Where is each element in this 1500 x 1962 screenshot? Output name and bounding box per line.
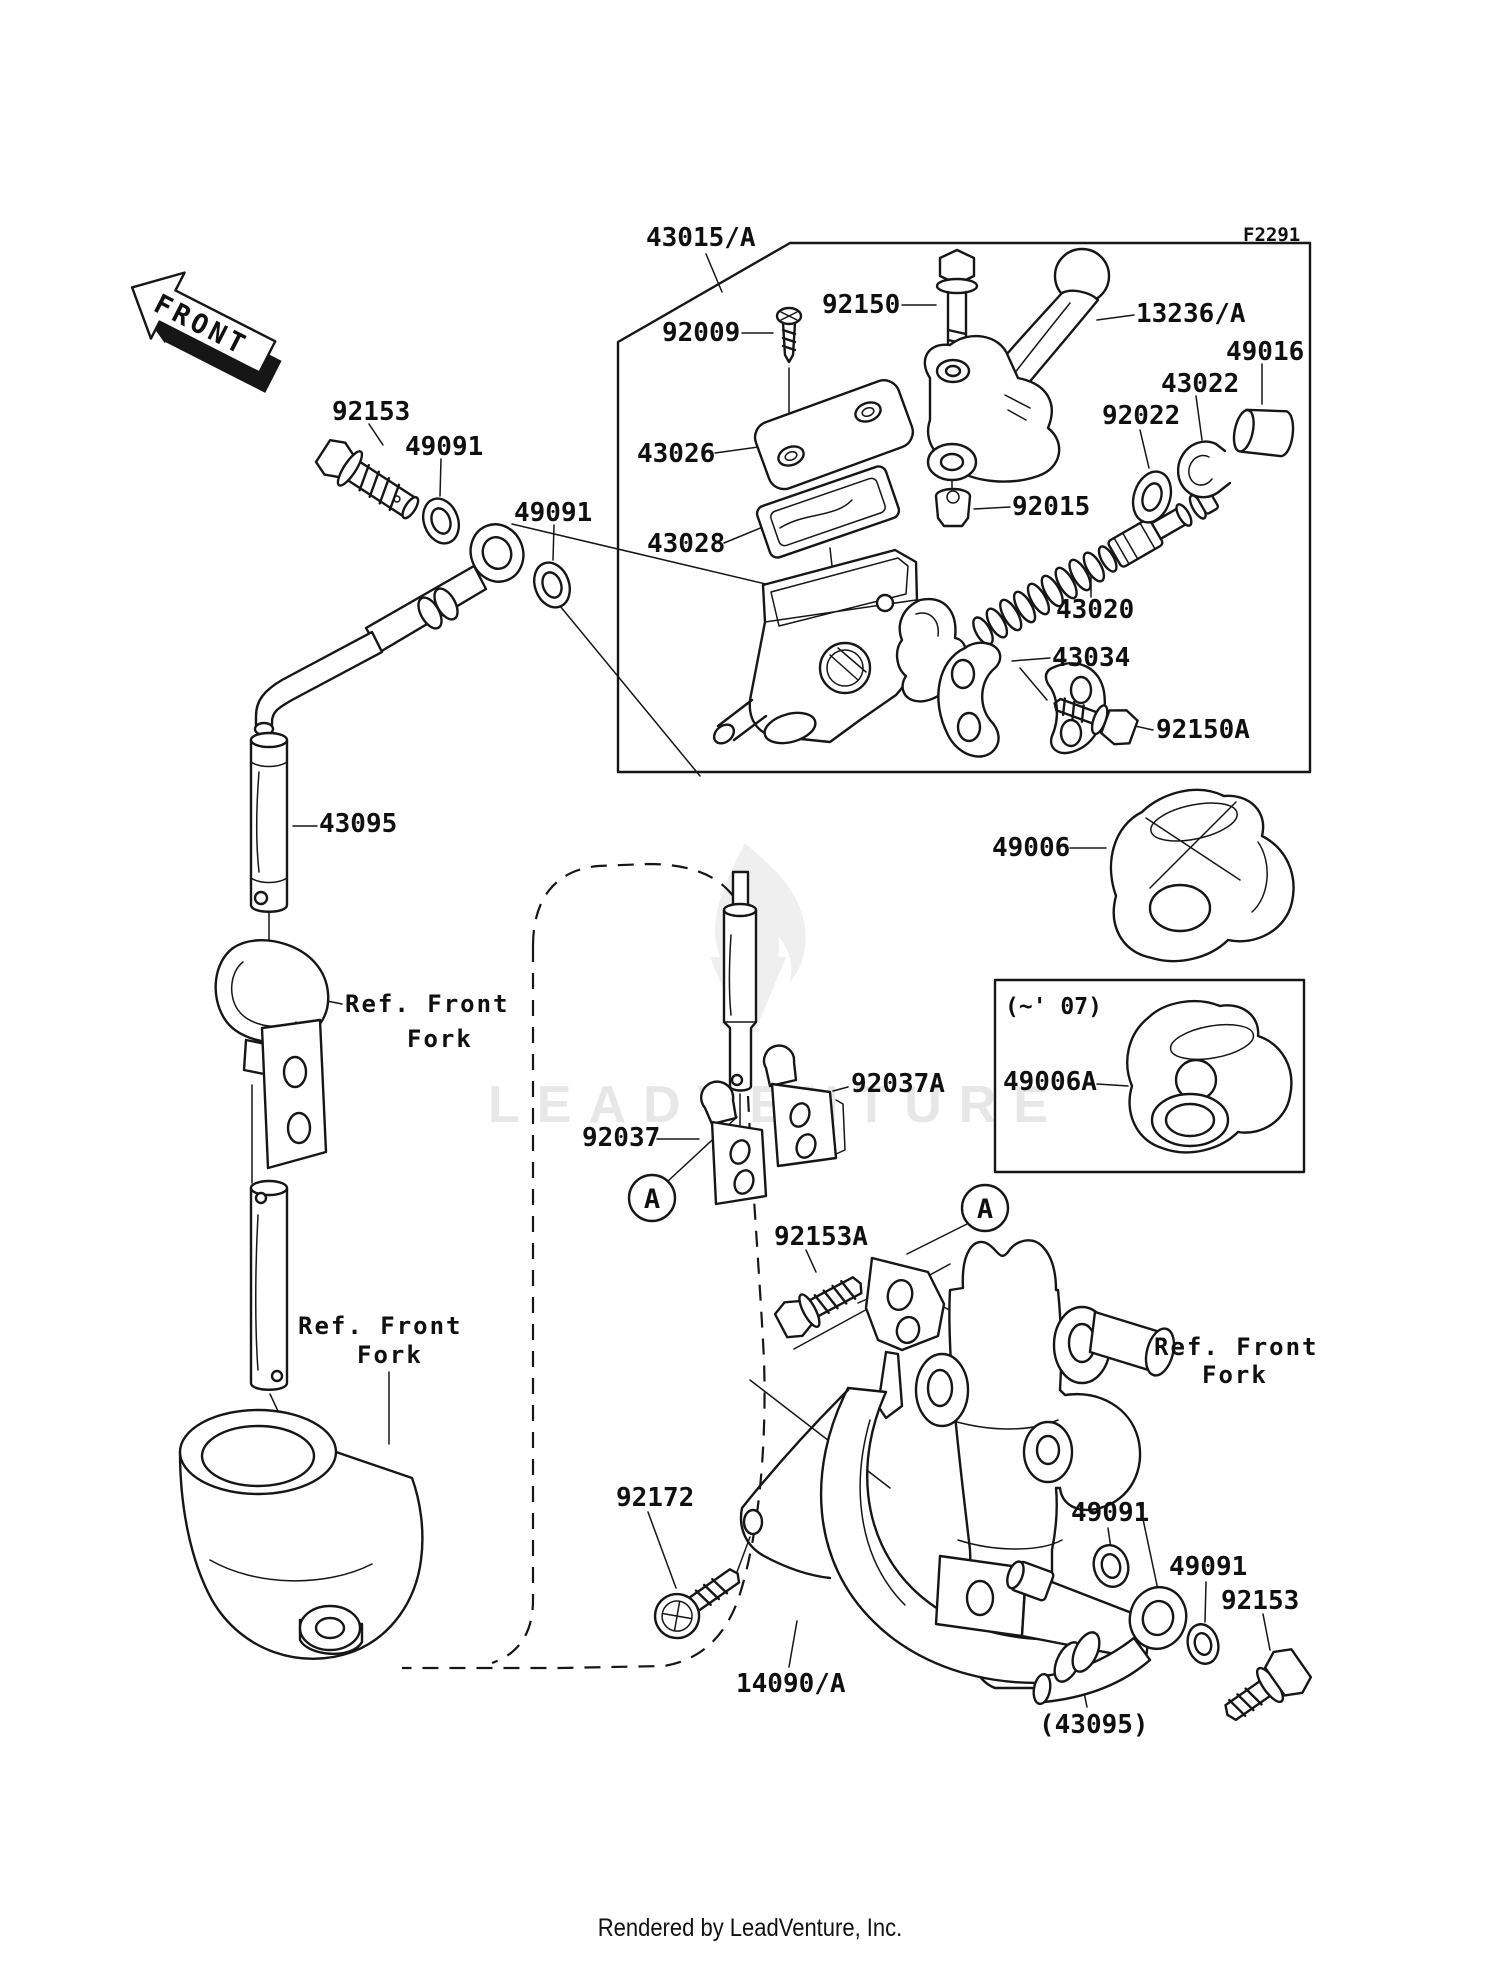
- assembly-box-43015: [616, 241, 1312, 774]
- bolt-92153a-drawing: [773, 1276, 863, 1339]
- brake-pipe-middle-drawing: [249, 1179, 289, 1391]
- callout-ref-fork-2-line2: Fork: [357, 1341, 423, 1369]
- brake-hose-lower-drawing: [1006, 1560, 1188, 1706]
- washer-92022-drawing: [1131, 470, 1173, 524]
- hose-guide-49006a-drawing: [1126, 999, 1293, 1154]
- footer-credit: Rendered by LeadVenture, Inc.: [597, 1914, 903, 1942]
- callout-49091-4: 49091: [1169, 1552, 1247, 1582]
- callout-49016: 49016: [1226, 337, 1304, 367]
- washer-49091-drawing-1: [421, 497, 461, 545]
- callout-92037: 92037: [582, 1123, 660, 1153]
- fork-clamp-upper-drawing: [214, 939, 330, 1170]
- callout-ref-fork-3-line2: Fork: [1202, 1361, 1268, 1389]
- piston-assy-43020-drawing: [972, 488, 1219, 646]
- callout-figure-code: F2291: [1243, 224, 1300, 246]
- clamp-92037a-drawing: [762, 1044, 846, 1168]
- callout-92150: 92150: [822, 290, 900, 320]
- detail-marker-a2-circle: [960, 1183, 1010, 1233]
- bolt-92150a-drawing: [1053, 697, 1139, 746]
- callout-43020: 43020: [1056, 595, 1134, 625]
- fork-clamp-lower-drawing: [178, 1408, 424, 1660]
- callout-43095: 43095: [319, 809, 397, 839]
- front-direction-arrow: [130, 271, 282, 393]
- callout-92037a: 92037A: [851, 1069, 945, 1099]
- callout-ref-fork-3-line1: Ref. Front: [1154, 1333, 1319, 1361]
- washer-49091-drawing-3: [1092, 1544, 1130, 1588]
- detail-marker-a2-label: A: [977, 1194, 993, 1225]
- callout-ref-fork-1-line1: Ref. Front: [345, 990, 510, 1018]
- callout-43028: 43028: [647, 529, 725, 559]
- washer-49091-drawing-2: [532, 561, 572, 609]
- callout-13236a: 13236/A: [1136, 299, 1246, 329]
- banjo-bolt-92153-drawing-2: [1224, 1648, 1313, 1722]
- washer-49091-drawing-4: [1186, 1623, 1220, 1665]
- reservoir-cap-43026-drawing: [753, 379, 915, 491]
- lever-13236-drawing: [923, 247, 1111, 483]
- leadventure-watermark-text: LEADVENTURE: [488, 1076, 1065, 1134]
- callout-92153-2: 92153: [1221, 1586, 1299, 1616]
- clamp-92037-drawing: [700, 1080, 768, 1206]
- callout-92015: 92015: [1012, 492, 1090, 522]
- detail-marker-a1-circle: [627, 1173, 677, 1223]
- callout-ref-fork-1-line2: Fork: [407, 1025, 473, 1053]
- callout-ref-fork-2-line1: Ref. Front: [298, 1312, 463, 1340]
- brake-pipe-43095-drawing: [249, 731, 289, 913]
- clamp-bracket-drawing: [864, 1256, 946, 1420]
- brake-hose-middle-drawing: [722, 870, 758, 1092]
- callout-49006a: 49006A: [1003, 1067, 1097, 1097]
- clamp-43034-drawing: [937, 641, 1106, 758]
- callout-note-07: (~' 07): [1005, 994, 1102, 1020]
- dashed-reference-outline: [402, 862, 766, 1670]
- callout-49091-1: 49091: [405, 432, 483, 462]
- early-model-box: [993, 978, 1306, 1174]
- callout-49091-2: 49091: [514, 498, 592, 528]
- dust-cover-49016-drawing: [1232, 408, 1295, 458]
- callout-49091-3: 49091: [1071, 1498, 1149, 1528]
- nut-92015-drawing: [934, 487, 972, 528]
- callout-43015a: 43015/A: [646, 223, 756, 253]
- diaphragm-43028-drawing: [755, 465, 901, 559]
- circlip-43022-drawing: [1176, 440, 1232, 499]
- callout-49006: 49006: [992, 833, 1070, 863]
- callout-92153a: 92153A: [774, 1222, 868, 1252]
- detail-marker-a1-label: A: [644, 1184, 660, 1215]
- callout-92022: 92022: [1102, 401, 1180, 431]
- banjo-bolt-92153-drawing: [314, 438, 420, 520]
- callout-92150a: 92150A: [1156, 715, 1250, 745]
- screw-92009-drawing: [775, 306, 803, 364]
- callout-43034: 43034: [1052, 643, 1130, 673]
- callout-92009: 92009: [662, 318, 740, 348]
- callout-43026: 43026: [637, 439, 715, 469]
- callout-14090a: 14090/A: [736, 1669, 846, 1699]
- callout-92153-1: 92153: [332, 397, 410, 427]
- callout-43022: 43022: [1161, 369, 1239, 399]
- brake-hose-43095-upper-drawing: [253, 523, 525, 737]
- hose-guide-49006-drawing: [1109, 788, 1295, 963]
- callout-92172: 92172: [616, 1483, 694, 1513]
- callout-43095-paren: (43095): [1039, 1710, 1149, 1740]
- screw-92172-drawing: [653, 1568, 741, 1640]
